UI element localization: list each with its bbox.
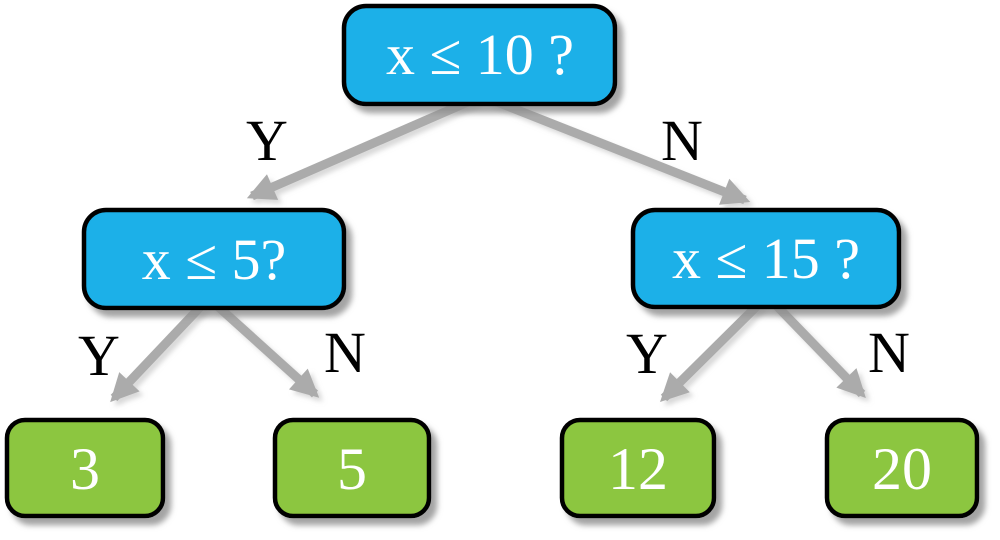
edge-root-no xyxy=(485,93,751,205)
edge-qleft-yes xyxy=(110,298,209,403)
leaf-node-20 xyxy=(824,417,980,519)
decision-node-right xyxy=(630,207,902,310)
decision-node-left xyxy=(81,207,347,311)
decision-node-left-label: x ≤ 5? xyxy=(142,227,287,292)
edge-root-yes xyxy=(246,93,479,201)
edge-qright-no xyxy=(768,297,866,399)
leaf-node-3 xyxy=(4,417,166,519)
decision-node-right-label: x ≤ 15 ? xyxy=(672,226,860,291)
edge-label-root-yes: Y xyxy=(246,108,288,173)
edge-label-qleft-no: N xyxy=(324,320,366,385)
leaf-node-12-label: 12 xyxy=(608,436,668,502)
edge-label-qright-yes: Y xyxy=(626,321,668,386)
edge-label-root-no: N xyxy=(661,108,703,173)
leaf-node-3-label: 3 xyxy=(70,436,100,502)
edge-label-qleft-yes: Y xyxy=(78,323,120,388)
edge-qleft-no xyxy=(209,298,320,398)
decision-node-root xyxy=(341,3,618,107)
leaf-node-5-label: 5 xyxy=(337,436,367,502)
leaf-node-5 xyxy=(272,417,432,519)
decision-node-root-label: x ≤ 10 ? xyxy=(386,22,574,87)
edge-label-qright-no: N xyxy=(868,320,910,385)
edge-qright-yes xyxy=(660,297,766,402)
leaf-node-20-label: 20 xyxy=(872,436,932,502)
leaf-node-12 xyxy=(559,417,717,519)
